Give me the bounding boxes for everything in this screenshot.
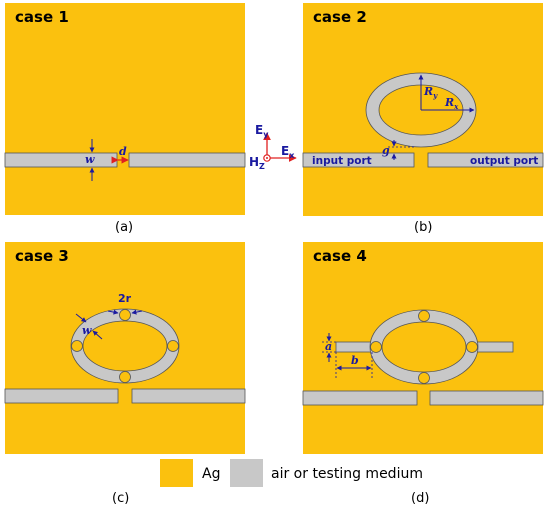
panel-c-w-label: w (82, 324, 92, 337)
panel-d-hole-bottom (418, 372, 430, 384)
legend-medium-swatch (230, 459, 263, 487)
panel-b-input-port-label: input port (312, 155, 372, 167)
panel-a-w-label: w (85, 153, 95, 166)
panel-d-b-label: b (351, 354, 359, 367)
panel-d-left-waveguide (302, 390, 418, 406)
panel-d-right-waveguide (429, 390, 544, 406)
panel-c-2r-label: 2r (118, 292, 132, 305)
hz-dot (266, 157, 268, 159)
panel-b-ry-label: Ry (423, 85, 438, 100)
panel-b-input-port-waveguide (302, 152, 415, 168)
panel-b-sub-label: (b) (414, 220, 432, 235)
panel-c-ring-inner (82, 320, 168, 372)
panel-c-w-arrow-inner (92, 330, 103, 340)
panel-d-hole-left (370, 341, 382, 353)
panel-c-case-label: case 3 (15, 247, 69, 265)
legend: Ag air or testing medium (160, 459, 423, 487)
legend-ag-label: Ag (202, 466, 220, 482)
panel-d: case 4 a b (d) (302, 242, 544, 506)
panel-c-w-arrow-outer (75, 313, 87, 323)
panel-a: case 1 w d (a) (4, 3, 246, 235)
field-axes: Ey Ex HZ (249, 123, 297, 171)
panel-a-silver-background (5, 3, 245, 215)
panel-a-d-label: d (119, 145, 127, 158)
panel-d-hole-top (418, 310, 430, 322)
panel-a-right-waveguide (128, 152, 246, 168)
panel-c-hole-right (167, 340, 179, 352)
ey-label: Ey (255, 123, 269, 139)
panel-c-2r-arrow-right (131, 309, 143, 315)
panel-c: case 3 2r w (c) (4, 242, 246, 506)
panel-c-hole-top (119, 309, 131, 321)
panel-d-a-label: a (325, 340, 332, 353)
panel-c-right-waveguide (131, 388, 246, 404)
hz-label: HZ (249, 155, 265, 171)
panel-d-sub-label: (d) (411, 491, 429, 506)
panel-d-ring-inner (381, 321, 467, 373)
panel-c-hole-bottom (119, 371, 131, 383)
panel-c-left-waveguide (4, 388, 119, 404)
panel-b-rx-label: Rx (444, 96, 459, 111)
legend-ag-swatch (160, 459, 193, 487)
panel-d-case-label: case 4 (313, 247, 367, 265)
panel-b: case 2 Ry Rx g input port output port (b… (302, 3, 544, 235)
panel-b-g-label: g (382, 144, 390, 157)
panel-a-sub-label: (a) (115, 220, 133, 235)
ex-label: Ex (281, 144, 295, 160)
panel-b-output-port-label: output port (470, 155, 538, 167)
panel-d-hole-right (466, 341, 478, 353)
panel-c-sub-label: (c) (112, 491, 129, 506)
panel-b-output-port-waveguide (427, 152, 544, 168)
panel-c-hole-left (71, 340, 83, 352)
panel-a-left-waveguide (4, 152, 118, 168)
panel-b-case-label: case 2 (313, 8, 367, 26)
panel-c-2r-arrow-left (107, 309, 119, 315)
legend-medium-label: air or testing medium (271, 466, 423, 482)
panel-a-case-label: case 1 (15, 8, 69, 26)
